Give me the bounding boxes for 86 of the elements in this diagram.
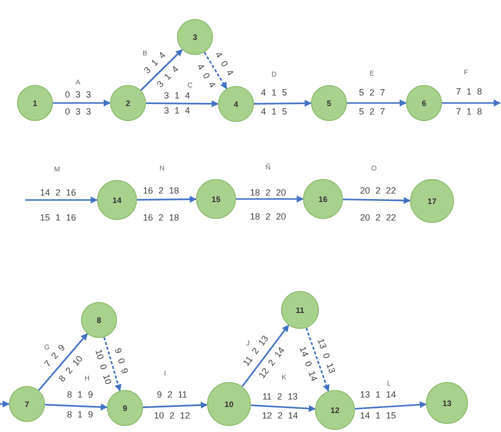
time-values: 8 1 9 — [66, 410, 94, 420]
event-number: 14 — [112, 196, 122, 204]
event-number: 13 — [442, 398, 452, 408]
time-values: 20 2 22 — [360, 214, 396, 222]
time-values: 8 2 10 — [57, 354, 85, 384]
time-values: 20 2 22 — [360, 186, 396, 196]
arrow — [137, 196, 197, 203]
time-values: 15 1 16 — [40, 214, 76, 222]
event-number: 5 — [326, 98, 332, 108]
event-number: 15 — [212, 194, 220, 204]
time-values: 11 2 13 — [262, 392, 298, 402]
time-values: 3 1 4 — [164, 106, 190, 116]
arrow — [342, 196, 411, 204]
event-circle — [97, 180, 137, 220]
arrow — [242, 324, 290, 387]
event-number: 11 — [296, 306, 304, 314]
time-values: 10 2 12 — [154, 412, 190, 420]
event-circle — [9, 386, 45, 422]
time-values: 5 2 7 — [358, 88, 386, 98]
arrow — [142, 402, 208, 409]
event-number: 8 — [96, 316, 102, 324]
event-circle — [311, 85, 347, 121]
event-circle — [107, 390, 143, 426]
time-values: 14 1 15 — [360, 412, 396, 420]
event-circle — [177, 19, 213, 55]
arrow — [204, 52, 228, 90]
event-circle — [110, 85, 146, 121]
event-circle — [207, 382, 251, 426]
event-number: 6 — [422, 98, 426, 108]
time-values: 12 2 14 — [262, 412, 298, 420]
time-values: 4 1 5 — [260, 88, 288, 98]
time-values: 9 0 9 — [112, 347, 130, 375]
event-circle — [410, 179, 454, 223]
time-values: 13 1 14 — [360, 390, 396, 400]
arrow — [103, 337, 122, 392]
time-values: 18 2 20 — [250, 188, 286, 198]
arrow — [0, 400, 10, 408]
event-circle — [218, 86, 254, 122]
arrow — [25, 196, 98, 204]
event-circle — [17, 85, 53, 121]
event-circle — [303, 179, 343, 219]
event-number: 2 — [126, 98, 130, 108]
event-number: 3 — [192, 32, 198, 42]
arrow — [250, 404, 316, 412]
time-values: 0 3 3 — [64, 90, 92, 100]
arrow — [53, 100, 111, 106]
arrow — [236, 196, 304, 202]
time-values: 14 0 14 — [298, 346, 318, 382]
arrow — [254, 100, 312, 107]
time-values: 5 2 7 — [358, 108, 386, 116]
event-number: 1 — [32, 98, 38, 108]
arrow — [354, 401, 427, 410]
event-number: 10 — [224, 400, 234, 408]
event-number: 17 — [428, 196, 436, 206]
event-number: 12 — [330, 406, 340, 414]
event-circle — [281, 291, 319, 329]
time-values: 16 2 18 — [142, 214, 180, 222]
arrow — [38, 333, 88, 391]
arrow — [347, 100, 407, 106]
event-number: 7 — [24, 400, 30, 408]
time-values: 9 2 11 — [156, 390, 188, 400]
time-values: 18 2 20 — [250, 212, 286, 222]
arrow — [140, 49, 183, 91]
time-values: 13 0 13 — [316, 338, 336, 374]
time-values: 4 1 5 — [260, 108, 288, 116]
time-values: 10 0 10 — [93, 348, 113, 386]
time-values: 16 2 18 — [142, 186, 180, 196]
time-values: 8 1 9 — [66, 390, 94, 400]
time-values: 3 1 4 — [164, 92, 190, 100]
time-values: 3 1 4 — [156, 64, 180, 90]
time-values: 7 1 8 — [456, 88, 482, 96]
event-number: 16 — [318, 194, 328, 204]
time-values: 7 1 8 — [456, 108, 482, 116]
time-values: 0 3 3 — [64, 108, 92, 116]
event-circle — [315, 390, 355, 430]
event-circle — [81, 302, 117, 338]
arrow — [146, 100, 219, 108]
arrow — [442, 100, 501, 106]
event-number: 4 — [234, 100, 238, 108]
arrow — [44, 404, 108, 410]
time-values: 14 2 16 — [40, 188, 76, 198]
arrow — [306, 328, 330, 392]
event-circle — [196, 179, 236, 219]
event-circle — [406, 85, 442, 121]
event-circle — [426, 382, 468, 424]
event-number: 9 — [122, 404, 128, 412]
